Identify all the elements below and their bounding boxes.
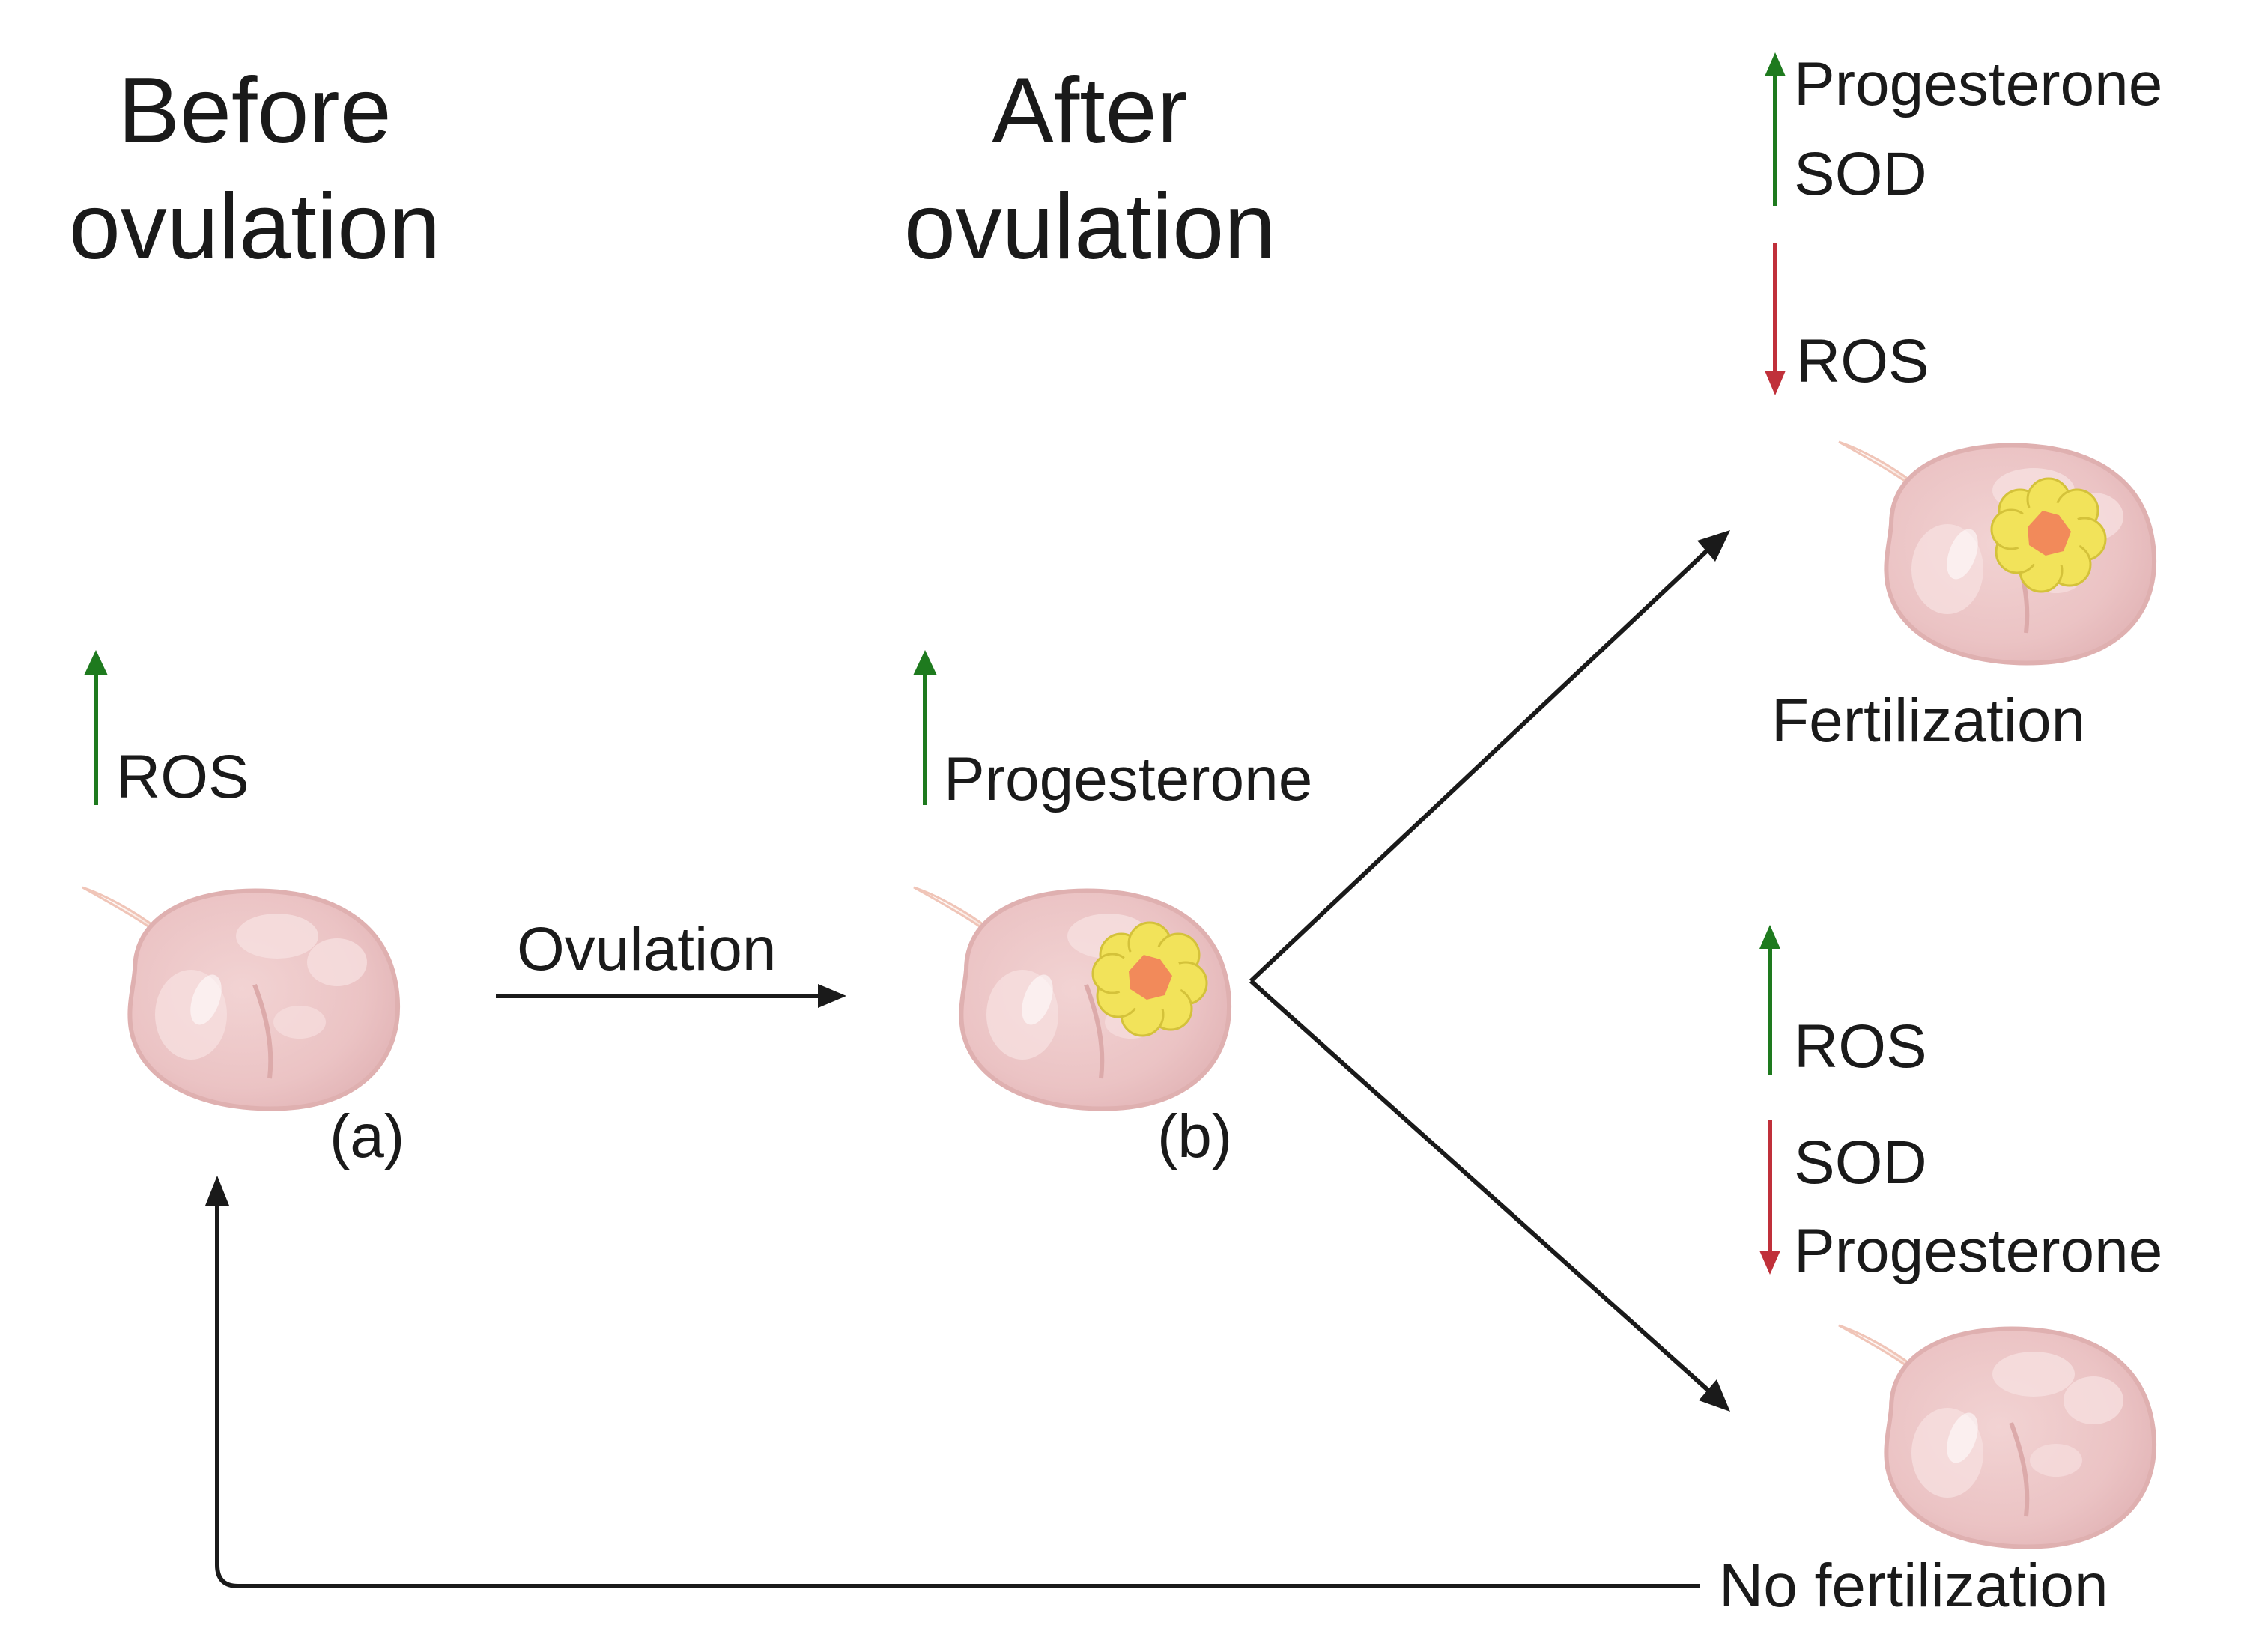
no-fertilization-sod-label: SOD bbox=[1794, 1129, 1927, 1197]
branch-arrow-fertilization bbox=[1249, 530, 1730, 983]
fertilization-decrease-arrow bbox=[1765, 243, 1786, 395]
ovulation-label: Ovulation bbox=[517, 915, 776, 983]
stage-a-increase-arrow bbox=[84, 650, 108, 805]
no-fertilization-decrease-arrow bbox=[1759, 1120, 1780, 1275]
fertilization-increase-arrow bbox=[1765, 52, 1786, 206]
ovulation-arrow bbox=[496, 984, 846, 1008]
no-fertilization-ros-label: ROS bbox=[1794, 1012, 1927, 1081]
stage-a-tag: (a) bbox=[330, 1102, 404, 1170]
before-title-line-1: Before bbox=[118, 59, 391, 163]
ovary-before-ovulation bbox=[82, 887, 398, 1109]
no-fertilization-caption: No fertilization bbox=[1719, 1552, 2108, 1620]
before-title-line-2: ovulation bbox=[69, 175, 440, 279]
stage-b-tag: (b) bbox=[1157, 1102, 1232, 1170]
ovary-no-fertilization bbox=[1839, 1325, 2154, 1547]
stage-b-increase-arrow bbox=[913, 650, 937, 805]
stage-b-progesterone-label: Progesterone bbox=[944, 745, 1312, 813]
fertilization-progesterone-label: Progesterone bbox=[1794, 50, 2162, 118]
cycle-return-arrow bbox=[205, 1176, 1700, 1588]
fertilization-ros-label: ROS bbox=[1796, 327, 1929, 395]
branch-arrow-no-fertilization bbox=[1249, 979, 1730, 1412]
stage-a-ros-label: ROS bbox=[116, 743, 249, 811]
after-title-line-2: ovulation bbox=[904, 175, 1276, 279]
no-fertilization-progesterone-label: Progesterone bbox=[1794, 1217, 2162, 1285]
after-title-line-1: After bbox=[992, 59, 1188, 163]
no-fertilization-increase-arrow bbox=[1759, 925, 1780, 1075]
fertilization-caption: Fertilization bbox=[1771, 687, 2085, 755]
fertilization-sod-label: SOD bbox=[1794, 140, 1927, 208]
